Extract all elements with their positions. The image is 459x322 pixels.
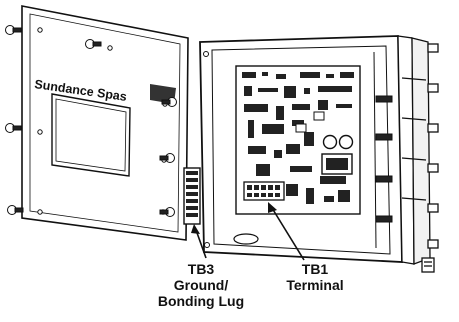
- enclosure-right-rail: [397, 35, 439, 273]
- screw-top-left: [5, 25, 22, 35]
- tb3-arrow: [195, 229, 207, 259]
- knockout-hole: [233, 233, 259, 245]
- screw-mid-left: [5, 123, 22, 133]
- tb3-label-line1: TB3: [187, 261, 215, 277]
- tb3-callout-label: TB3 Ground/ Bonding Lug: [146, 261, 256, 309]
- circuit-board: [235, 65, 361, 215]
- cover-panel: [21, 5, 189, 241]
- capacitor-right: [338, 134, 354, 150]
- screw-right-bottom: [159, 207, 175, 217]
- tb1-arrow: [271, 207, 305, 261]
- cover-screws: [5, 25, 177, 217]
- enclosure-clamps: [375, 95, 393, 223]
- tb1-callout-label: TB1 Terminal: [270, 261, 360, 293]
- screw-top-center: [85, 39, 102, 49]
- tb1-terminal-block: [243, 181, 285, 201]
- screw-bottom-left: [7, 205, 24, 215]
- screw-right-mid: [159, 153, 175, 163]
- tb3-ground-bonding-lug: [183, 167, 201, 225]
- relay: [295, 123, 307, 133]
- relay: [313, 111, 325, 121]
- tb3-label-line3: Bonding Lug: [157, 293, 245, 309]
- tb3-label-line2: Ground/: [173, 277, 229, 293]
- capacitor-left: [322, 134, 338, 150]
- tb1-label-line2: Terminal: [286, 277, 344, 293]
- screw-right-top: [161, 97, 177, 107]
- tb1-label-line1: TB1: [301, 261, 329, 277]
- callout-arrows: [191, 202, 305, 261]
